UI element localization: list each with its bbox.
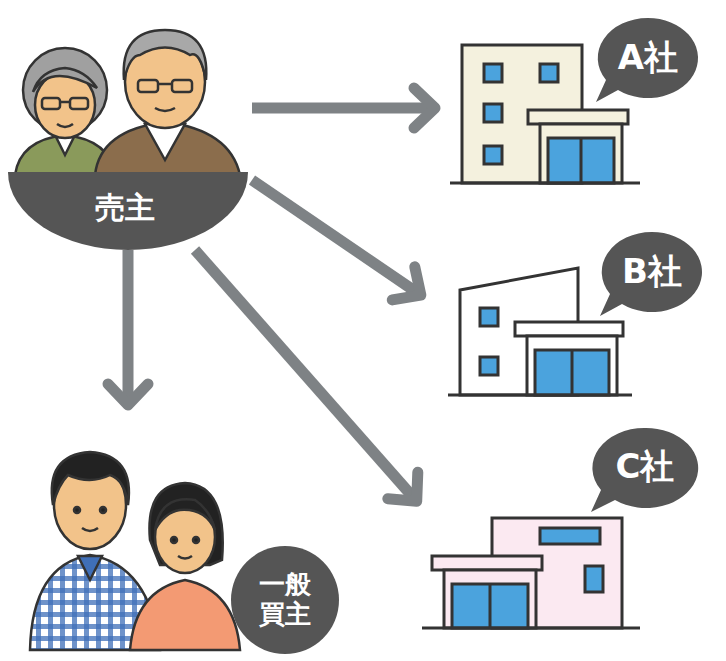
company-node: B社 [425,230,706,400]
seller-man [95,30,240,175]
buyer-node: 一般 買主 [25,410,345,655]
buyer-woman [130,483,240,650]
node-label: C社 [616,447,675,486]
arrow-head [388,472,418,501]
arrow-head [108,384,148,405]
arrow-shaft [252,180,420,295]
node-label: A社 [618,38,678,77]
flow-arrow [108,250,148,405]
flow-arrow [252,180,421,300]
company-node: A社 [440,16,706,188]
node-label: B社 [622,252,682,291]
seller-node: 売主 [8,20,252,250]
speech-bubble [591,428,698,512]
arrow-shaft [252,103,434,114]
flow-arrow [195,250,418,501]
node-label: 一般 買主 [255,570,315,630]
building-c [422,518,640,628]
speech-bubble [600,232,702,316]
speech-bubble [596,18,698,102]
arrow-head [414,88,435,128]
building-b [448,268,632,395]
seller-band [8,172,248,250]
node-label: 売主 [95,191,155,226]
buyer-badge [231,546,339,654]
company-node: C社 [420,425,706,635]
arrow-head [392,267,421,300]
arrow-shaft [195,250,416,501]
arrow-shaft [123,250,134,404]
flow-arrow [252,88,435,128]
